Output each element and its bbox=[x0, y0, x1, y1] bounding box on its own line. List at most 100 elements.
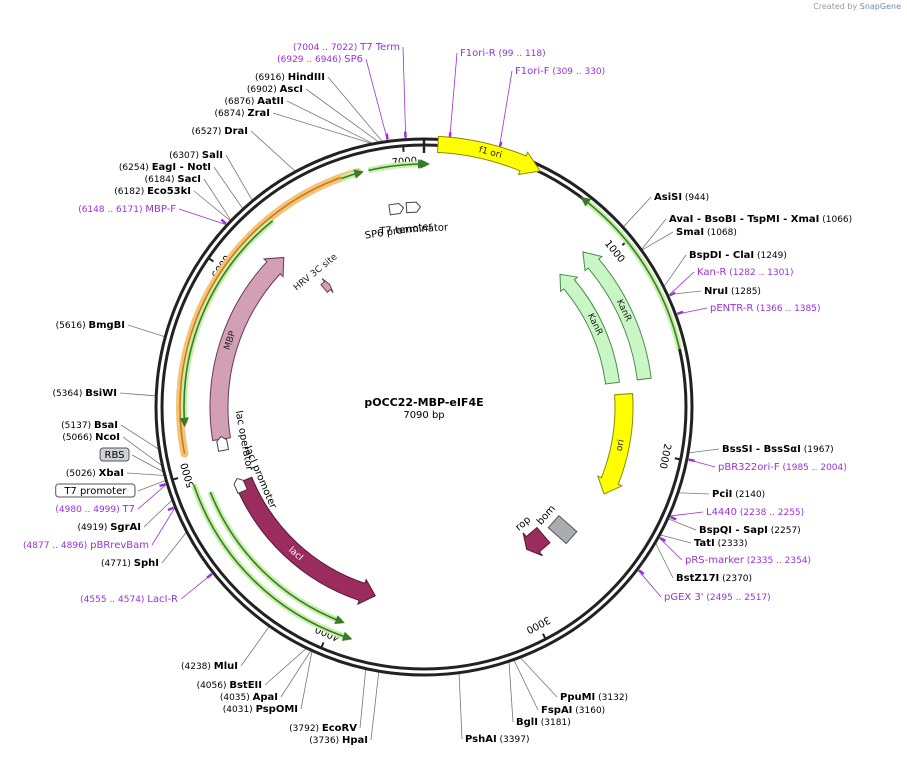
site-label-ncoi: (5066) NcoI bbox=[62, 432, 120, 443]
site-text: BstZ17I (2370) bbox=[676, 573, 752, 584]
site-position: (944) bbox=[682, 193, 709, 203]
site-label-bmgbi: (5616) BmgBI bbox=[56, 320, 125, 331]
site-label-asci: (6902) AscI bbox=[247, 84, 303, 95]
site-text: (6876) AatII bbox=[224, 96, 284, 107]
primer-mark bbox=[167, 506, 174, 512]
site-position: (6929 .. 6946) bbox=[277, 55, 344, 65]
feature-arrow-mbp bbox=[209, 256, 285, 442]
leader-eco53ki bbox=[193, 190, 232, 222]
site-label-kan-r: Kan-R (1282 .. 1301) bbox=[697, 267, 794, 278]
site-enzyme: MluI bbox=[214, 661, 238, 672]
site-text: (7004 .. 7022) T7 Term bbox=[293, 42, 400, 53]
site-text: PpuMI (3132) bbox=[560, 692, 628, 703]
leader-bgli bbox=[508, 661, 514, 723]
site-label-mbp-f: (6148 .. 6171) MBP-F bbox=[78, 204, 176, 215]
site-text: (6184) SacI bbox=[145, 174, 201, 185]
site-text: (5616) BmgBI bbox=[56, 320, 125, 331]
site-label-eagi-noti: (6254) EagI - NotI bbox=[119, 162, 211, 173]
site-position: (5066) bbox=[62, 433, 95, 443]
leader-xbai bbox=[126, 472, 165, 476]
site-label-bsiwi: (5364) BsiWI bbox=[52, 388, 117, 399]
primer-coverage-arc bbox=[179, 220, 274, 428]
leader-prs-marker bbox=[658, 536, 683, 561]
site-position: (2495 .. 2517) bbox=[704, 593, 771, 603]
site-enzyme: PshAI bbox=[465, 734, 497, 745]
primer-mark bbox=[206, 573, 213, 579]
small-feature-label-t7-terminator: T7 terminator bbox=[378, 222, 449, 237]
site-text: (6254) EagI - NotI bbox=[119, 162, 211, 173]
primer-mark bbox=[659, 536, 666, 542]
site-position: (6148 .. 6171) bbox=[78, 205, 145, 215]
leader-mlui bbox=[240, 625, 270, 667]
leader-ppumi bbox=[519, 656, 558, 698]
site-position: (2333) bbox=[715, 539, 748, 549]
site-enzyme: PpuMI bbox=[560, 692, 595, 703]
site-enzyme: PciI bbox=[712, 489, 732, 500]
site-label-sphi: (4771) SphI bbox=[101, 558, 159, 569]
leader-l4440 bbox=[668, 511, 704, 517]
feature-arrow-kanr bbox=[559, 273, 620, 385]
site-position: (4238) bbox=[181, 662, 214, 672]
leader-ecorv bbox=[359, 668, 367, 729]
site-text: (4771) SphI bbox=[101, 558, 159, 569]
orange-highlight-arc bbox=[176, 168, 362, 458]
plasmid-length: 7090 bp bbox=[403, 410, 444, 421]
site-position: (1068) bbox=[704, 228, 737, 238]
site-position: (4035) bbox=[220, 693, 253, 703]
site-leader-lines bbox=[119, 46, 720, 741]
site-position: (7004 .. 7022) bbox=[293, 43, 360, 53]
site-label-tati: TatI (2333) bbox=[694, 538, 748, 549]
site-label-smai: SmaI (1068) bbox=[676, 227, 737, 238]
site-enzyme: MBP-F bbox=[145, 204, 176, 215]
site-position: (1967) bbox=[801, 445, 834, 455]
feature-arrow-ori bbox=[596, 393, 634, 495]
primer-mark bbox=[676, 310, 684, 316]
site-label-bgli: BglI (3181) bbox=[516, 717, 571, 728]
site-label-pentr-r: pENTR-R (1366 .. 1385) bbox=[710, 303, 821, 314]
site-enzyme: pBR322ori-F bbox=[718, 462, 780, 473]
site-label-saci: (6184) SacI bbox=[145, 174, 201, 185]
site-enzyme: pENTR-R bbox=[710, 303, 753, 314]
site-label-ecorv: (3792) EcoRV bbox=[289, 723, 357, 734]
site-text: (6916) HindIII bbox=[255, 72, 325, 83]
site-labels: AsiSI (944)AvaI - BsoBI - TspMI - XmaI (… bbox=[23, 42, 852, 746]
leader-rbs bbox=[131, 454, 165, 473]
site-text: (6307) SalI bbox=[169, 150, 223, 161]
leader-asci bbox=[305, 88, 380, 144]
site-label-fspai: FspAI (3160) bbox=[541, 705, 605, 716]
site-label-sp6: (6929 .. 6946) SP6 bbox=[277, 54, 363, 65]
site-text: (5364) BsiWI bbox=[52, 388, 117, 399]
site-enzyme: BssSI - BssSαI bbox=[722, 444, 801, 455]
leader-hindiii bbox=[327, 76, 384, 143]
site-text: SmaI (1068) bbox=[676, 227, 737, 238]
site-position: (6874) bbox=[215, 109, 248, 119]
leader-aatii bbox=[286, 100, 374, 145]
site-enzyme: XbaI bbox=[99, 468, 124, 479]
site-position: (3792) bbox=[289, 724, 322, 734]
site-label-bspqi-sapi: BspQI - SapI (2257) bbox=[699, 525, 801, 536]
site-label-bsai: (5137) BsaI bbox=[61, 420, 118, 431]
leader-mbp-f bbox=[178, 208, 228, 226]
site-enzyme: EagI - NotI bbox=[152, 162, 211, 173]
site-enzyme: BstEII bbox=[229, 680, 262, 691]
site-position: (4056) bbox=[197, 681, 230, 691]
site-enzyme: NruI bbox=[704, 286, 728, 297]
tick-mark bbox=[172, 477, 179, 481]
site-text: BssSI - BssSαI (1967) bbox=[722, 444, 834, 455]
site-label-zrai: (6874) ZraI bbox=[215, 108, 270, 119]
site-enzyme: SgrAI bbox=[110, 522, 141, 533]
leader-f1ori-f bbox=[498, 70, 513, 150]
site-label-mlui: (4238) MluI bbox=[181, 661, 238, 672]
leader-sphi bbox=[161, 531, 188, 564]
feature-arrow-laci bbox=[234, 476, 376, 606]
site-text: pBR322ori-F (1985 .. 2004) bbox=[718, 462, 847, 473]
site-label-sgrai: (4919) SgrAI bbox=[77, 522, 141, 533]
site-enzyme: SmaI bbox=[676, 227, 704, 238]
site-position: (4919) bbox=[77, 523, 110, 533]
small-feature-sp6-promoter bbox=[388, 202, 405, 216]
small-feature-bom bbox=[547, 514, 578, 545]
site-label-t7-promoter: T7 promoter bbox=[55, 483, 136, 498]
site-enzyme: PspOMI bbox=[256, 704, 298, 715]
site-position: (1282 .. 1301) bbox=[726, 268, 793, 278]
